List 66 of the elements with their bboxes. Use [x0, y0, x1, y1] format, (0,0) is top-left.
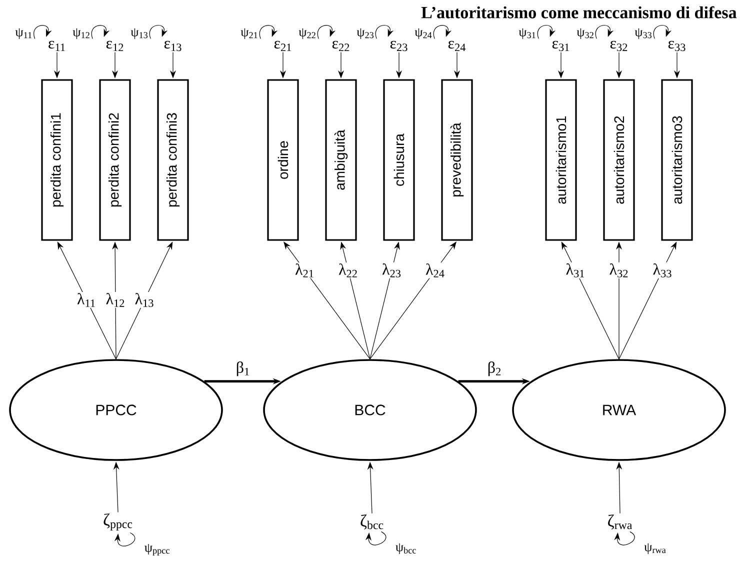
variance-label: ψ$_{rwa}$: [644, 543, 666, 554]
variance-label: ψ$_{13}$: [130, 28, 148, 39]
indicator-box: perdita confini3: [157, 79, 189, 241]
variance-loop: [149, 24, 168, 39]
loading-arrow: [561, 242, 620, 360]
variance-label: ψ$_{ppcc}$: [144, 544, 170, 556]
variance-label: ψ$_{11}$: [15, 28, 32, 40]
variance-loop: [653, 24, 672, 39]
error-term: ε$_{31}$: [552, 40, 570, 52]
variance-loop: [375, 24, 394, 39]
indicator-box: prevedibilità: [441, 79, 473, 241]
variance-loop: [317, 25, 336, 40]
coefficient-label: λ$_{32}$: [610, 263, 628, 278]
indicator-box: autoritarismo2: [603, 79, 635, 241]
variance-loop: [259, 25, 278, 40]
coefficient-label: λ$_{22}$: [338, 263, 357, 278]
coefficient-label: β$_{1}$: [236, 361, 249, 376]
variance-label: ψ$_{12}$: [72, 28, 90, 40]
variance-loop: [433, 25, 452, 40]
variance-label: ψ$_{23}$: [356, 28, 374, 39]
error-term: ε$_{13}$: [164, 40, 182, 52]
error-term: ε$_{23}$: [390, 40, 408, 52]
variance-loop: [614, 531, 635, 546]
loading-arrow: [116, 242, 173, 360]
title: L’autoritarismo come meccanismo di difesa: [421, 6, 737, 18]
indicator-box: chiusura: [383, 79, 415, 241]
coefficient-label: λ$_{31}$: [566, 263, 584, 278]
error-term: ε$_{21}$: [274, 40, 292, 52]
variance-label: ψ$_{24}$: [414, 28, 432, 40]
variance-loop: [114, 532, 136, 546]
variance-label: ψ$_{22}$: [298, 28, 316, 40]
coefficient-label: λ$_{11}$: [77, 293, 95, 307]
indicator-box: autoritarismo3: [661, 79, 693, 241]
variance-loop: [537, 24, 556, 39]
variance-label: ψ$_{31}$: [518, 28, 536, 39]
variance-label: ψ$_{21}$: [240, 28, 258, 40]
error-term: ε$_{32}$: [610, 40, 628, 52]
variance-loop: [365, 531, 386, 546]
coefficient-label: λ$_{21}$: [295, 263, 314, 278]
error-term: ε$_{24}$: [448, 40, 466, 52]
loading-arrow: [618, 242, 677, 360]
indicator-box: perdita confini2: [99, 79, 131, 241]
loading-arrow: [57, 242, 116, 360]
error-term: ε$_{11}$: [48, 40, 65, 52]
indicator-box: perdita confini1: [41, 79, 73, 241]
variance-label: ψ$_{32}$: [576, 28, 594, 39]
error-term: ε$_{33}$: [668, 40, 686, 52]
variance-loop: [91, 25, 110, 40]
coefficient-label: λ$_{23}$: [382, 263, 401, 278]
indicator-box: ambiguità: [325, 79, 357, 241]
error-term: ε$_{12}$: [106, 40, 124, 52]
coefficient-label: λ$_{12}$: [106, 293, 124, 307]
coefficient-label: λ$_{33}$: [653, 263, 672, 278]
variance-label: ψ$_{bcc}$: [396, 543, 416, 554]
disturbance-term: ζ$_{ppcc}$: [104, 513, 132, 531]
disturbance-term: ζ$_{bcc}$: [360, 514, 384, 530]
coefficient-label: β$_{2}$: [488, 361, 501, 376]
indicator-box: autoritarismo1: [545, 79, 577, 241]
indicator-box: ordine: [267, 79, 299, 241]
coefficient-label: λ$_{24}$: [426, 263, 444, 278]
variance-label: ψ$_{33}$: [634, 28, 652, 39]
variance-loop: [34, 25, 52, 40]
disturbance-term: ζ$_{rwa}$: [608, 514, 632, 530]
coefficient-label: λ$_{13}$: [135, 292, 154, 307]
variance-loop: [595, 24, 614, 39]
error-term: ε$_{22}$: [332, 40, 350, 52]
